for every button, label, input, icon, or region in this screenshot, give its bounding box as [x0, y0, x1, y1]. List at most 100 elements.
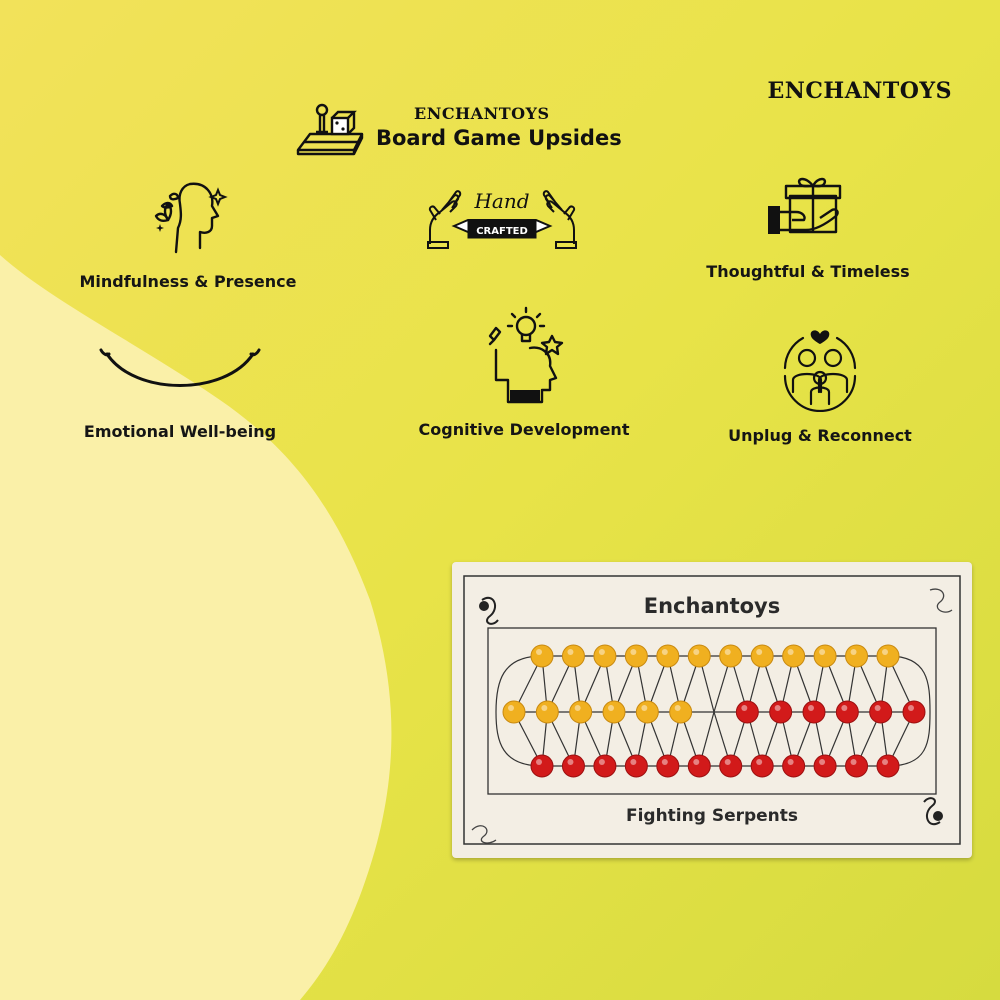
feature-thoughtful: Thoughtful & Timeless	[668, 172, 948, 281]
red-piece[interactable]	[769, 700, 793, 724]
red-piece[interactable]	[624, 754, 648, 778]
piece-highlight	[508, 705, 514, 711]
piece-highlight	[724, 759, 731, 765]
yellow-piece[interactable]	[782, 644, 806, 668]
red-piece[interactable]	[902, 700, 926, 724]
feature-mindfulness: Mindfulness & Presence	[48, 176, 328, 291]
piece-highlight	[756, 759, 763, 765]
piece-highlight	[674, 705, 681, 711]
piece-highlight	[567, 759, 574, 765]
piece-highlight	[567, 649, 574, 655]
feature-label: Mindfulness & Presence	[79, 272, 297, 291]
piece-highlight	[774, 705, 781, 711]
piece-highlight	[787, 649, 794, 655]
family-icon	[783, 330, 857, 412]
yellow-piece[interactable]	[687, 644, 711, 668]
red-piece[interactable]	[687, 754, 711, 778]
yellow-piece[interactable]	[719, 644, 743, 668]
piece-highlight	[630, 759, 637, 765]
feature-unplug: Unplug & Reconnect	[680, 322, 960, 445]
piece-highlight	[574, 705, 581, 711]
smile-icon	[99, 348, 261, 387]
piece-highlight	[661, 649, 668, 655]
red-piece[interactable]	[561, 754, 585, 778]
board-game-icon	[296, 103, 364, 156]
brand-name-top: ENCHANTOYS	[767, 78, 952, 104]
gift-hand-icon	[768, 177, 842, 234]
piece-highlight	[536, 759, 542, 765]
piece-highlight	[808, 705, 814, 711]
mindful-head-icon	[154, 182, 228, 254]
piece-highlight	[608, 705, 614, 711]
red-piece[interactable]	[802, 700, 826, 724]
yellow-piece[interactable]	[669, 700, 693, 724]
piece-highlight	[630, 649, 637, 655]
yellow-piece[interactable]	[813, 644, 837, 668]
red-piece[interactable]	[869, 700, 893, 724]
piece-highlight	[598, 759, 605, 765]
serpent-decoration	[471, 588, 953, 844]
header: ENCHANTOYS Board Game Upsides	[292, 98, 652, 160]
piece-highlight	[693, 759, 700, 765]
feature-cognitive: Cognitive Development	[384, 306, 664, 439]
handcrafted-line2: CRAFTED	[476, 226, 528, 237]
piece-highlight	[756, 649, 763, 655]
piece-highlight	[693, 649, 700, 655]
piece-highlight	[541, 705, 548, 711]
piece-highlight	[874, 705, 881, 711]
piece-highlight	[882, 649, 888, 655]
yellow-piece[interactable]	[624, 644, 648, 668]
game-board: Enchantoys Fighting Serpents	[452, 562, 972, 858]
lightbulb-head-icon	[488, 306, 564, 404]
yellow-piece[interactable]	[845, 644, 869, 668]
feature-label: Unplug & Reconnect	[728, 426, 912, 445]
hands-icon	[427, 190, 577, 249]
yellow-piece[interactable]	[530, 644, 554, 668]
yellow-piece[interactable]	[656, 644, 680, 668]
yellow-piece[interactable]	[750, 644, 774, 668]
feature-emotional: Emotional Well-being	[40, 340, 320, 441]
piece-highlight	[787, 759, 794, 765]
red-piece[interactable]	[719, 754, 743, 778]
red-piece[interactable]	[530, 754, 554, 778]
red-piece[interactable]	[835, 700, 859, 724]
red-piece[interactable]	[656, 754, 680, 778]
red-piece[interactable]	[782, 754, 806, 778]
piece-highlight	[819, 759, 826, 765]
piece-highlight	[536, 649, 542, 655]
piece-highlight	[819, 649, 826, 655]
piece-highlight	[661, 759, 668, 765]
yellow-piece[interactable]	[569, 700, 593, 724]
board-game-name: Fighting Serpents	[625, 806, 799, 826]
yellow-piece[interactable]	[876, 644, 900, 668]
piece-highlight	[850, 759, 857, 765]
yellow-piece[interactable]	[635, 700, 659, 724]
red-piece[interactable]	[593, 754, 617, 778]
piece-highlight	[882, 759, 888, 765]
piece-highlight	[641, 705, 648, 711]
red-piece[interactable]	[876, 754, 900, 778]
handcrafted-line1: Hand	[473, 189, 529, 213]
red-piece[interactable]	[735, 700, 759, 724]
board-brand: Enchantoys	[643, 594, 781, 618]
yellow-piece[interactable]	[602, 700, 626, 724]
piece-highlight	[598, 649, 605, 655]
red-piece[interactable]	[845, 754, 869, 778]
red-piece[interactable]	[813, 754, 837, 778]
feature-label: Emotional Well-being	[83, 422, 277, 441]
piece-highlight	[908, 705, 914, 711]
piece-highlight	[741, 705, 748, 711]
feature-label: Cognitive Development	[418, 420, 630, 439]
page-title: Board Game Upsides	[376, 126, 622, 150]
red-piece[interactable]	[750, 754, 774, 778]
piece-highlight	[724, 649, 731, 655]
feature-label: Thoughtful & Timeless	[706, 262, 910, 281]
handcrafted-badge: Hand CRAFTED	[427, 189, 577, 249]
yellow-piece[interactable]	[502, 700, 526, 724]
yellow-piece[interactable]	[593, 644, 617, 668]
piece-highlight	[850, 649, 857, 655]
piece-highlight	[841, 705, 848, 711]
yellow-piece[interactable]	[561, 644, 585, 668]
yellow-piece[interactable]	[535, 700, 559, 724]
